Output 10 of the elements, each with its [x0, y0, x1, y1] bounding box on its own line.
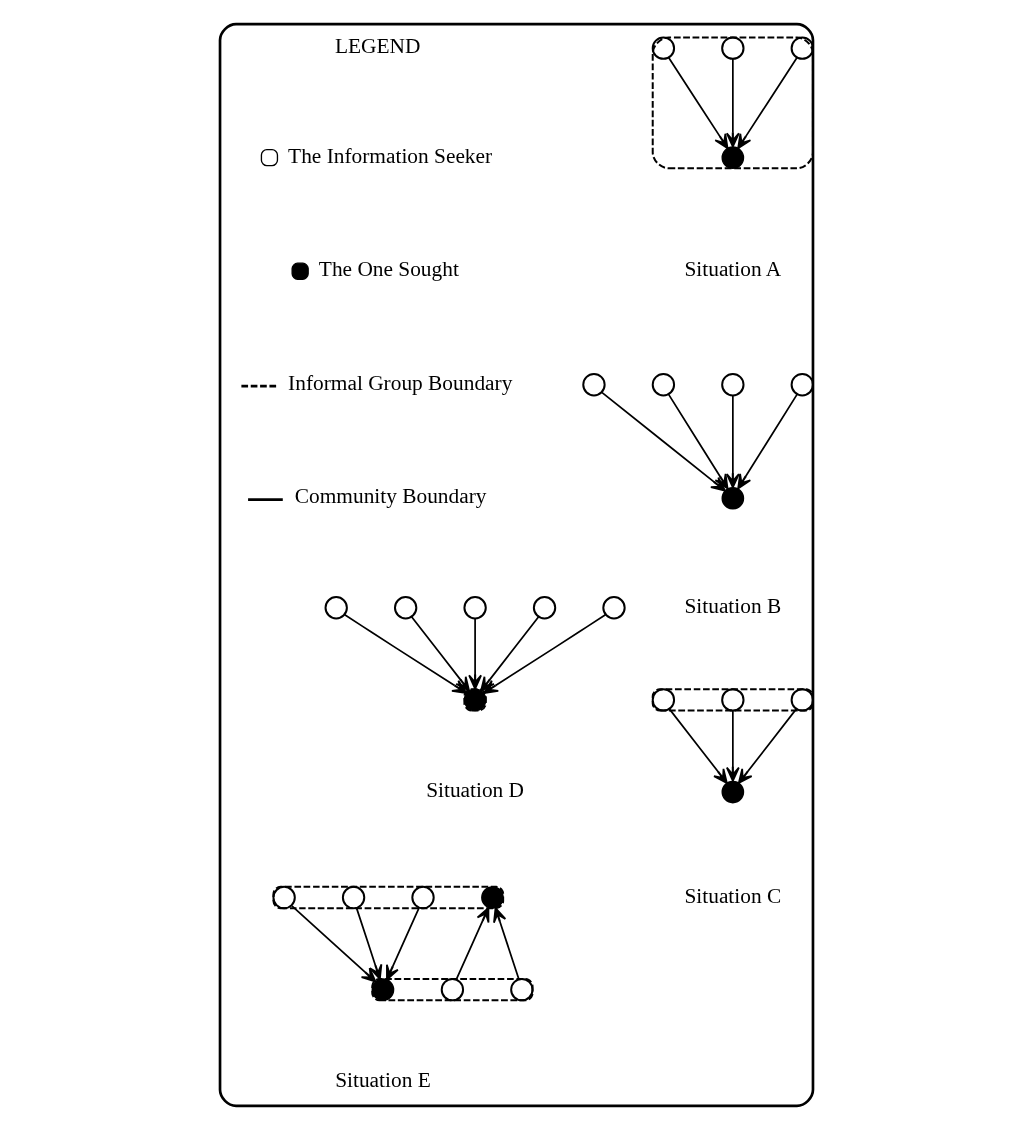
- label: Situation E: [335, 1067, 431, 1092]
- label: Situation A: [684, 257, 782, 282]
- label: LEGEND: [334, 34, 421, 59]
- legend-label: Community Boundary: [294, 484, 487, 509]
- legend-label: Informal Group Boundary: [288, 370, 513, 395]
- label: Situation D: [426, 778, 525, 803]
- legend-label: The One Sought: [318, 257, 459, 282]
- legend-label: The Information Seeker: [288, 143, 493, 168]
- label: Situation C: [684, 883, 782, 908]
- label: Situation B: [684, 593, 782, 618]
